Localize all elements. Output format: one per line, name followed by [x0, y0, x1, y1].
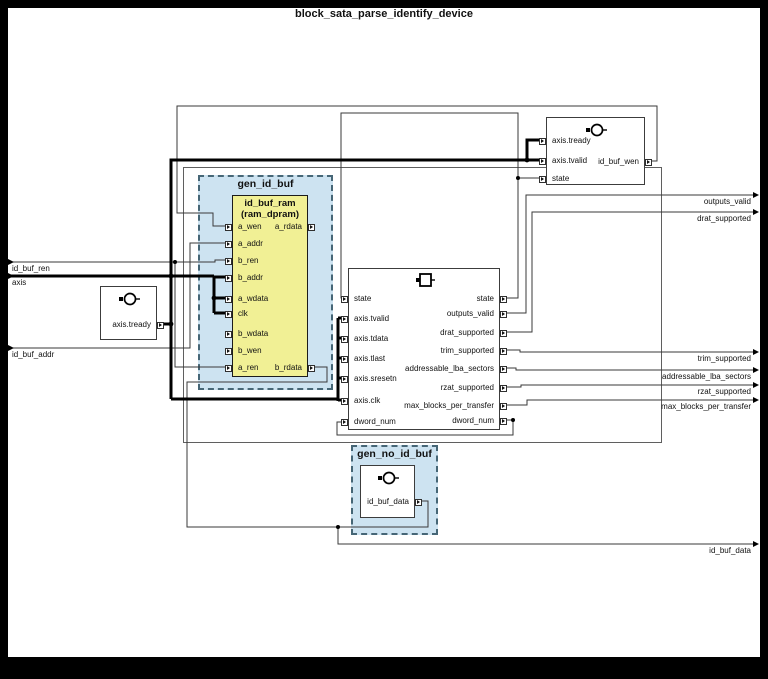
port-id-buf-data-out[interactable]: id_buf_data [361, 497, 422, 507]
port-dword-num-in[interactable]: dword_num [341, 417, 499, 427]
edge-label-trim-supported: trim_supported [697, 354, 751, 363]
input-stub-icon [539, 176, 546, 183]
port-outputs-valid[interactable]: outputs_valid [349, 309, 507, 319]
gen-id-buf-title: gen_id_buf [237, 178, 294, 190]
port-state-in[interactable]: state [539, 174, 644, 184]
port-axis-tlast[interactable]: axis.tlast [341, 354, 499, 364]
edge-label-axis: axis [12, 278, 27, 287]
input-stub-icon [539, 138, 546, 145]
port-a-ren[interactable]: a_ren [225, 363, 307, 373]
edge-label-max-blocks-per-transfer: max_blocks_per_transfer [661, 402, 751, 411]
sequential-process-icon [414, 272, 436, 294]
input-stub-icon [225, 348, 232, 355]
input-stub-icon [225, 296, 232, 303]
port-state-in[interactable]: state [341, 294, 499, 304]
input-stub-icon [341, 398, 348, 405]
id-buf-ram-title: id_buf_ram (ram_dpram) [240, 198, 300, 220]
port-b-wen[interactable]: b_wen [225, 346, 307, 356]
port-axis-tready-in[interactable]: axis.tready [539, 136, 644, 146]
hierarchy-frame [183, 167, 662, 443]
edge-label-outputs-valid: outputs_valid [703, 197, 751, 206]
input-stub-icon [539, 158, 546, 165]
port-a-wen[interactable]: a_wen [225, 222, 307, 232]
port-a-wdata[interactable]: a_wdata [225, 294, 307, 304]
port-axis-tready-out[interactable]: axis.tready [101, 320, 164, 330]
edge-label-drat-supported: drat_supported [697, 214, 751, 223]
output-stub-icon [500, 296, 507, 303]
port-a-rdata[interactable]: a_rdata [233, 222, 315, 232]
port-axis-tvalid[interactable]: axis.tvalid [341, 314, 499, 324]
input-stub-icon [225, 311, 232, 318]
port-state-out[interactable]: state [349, 294, 507, 304]
combinational-process-icon [377, 470, 400, 491]
gen-no-id-buf-title: gen_no_id_buf [357, 448, 432, 460]
input-stub-icon [225, 241, 232, 248]
edge-label-id-buf-data: id_buf_data [709, 546, 751, 555]
output-stub-icon [415, 499, 422, 506]
input-stub-icon [341, 316, 348, 323]
block-id-buf-ram[interactable]: id_buf_ram (ram_dpram) a_wen a_addr b_re… [225, 195, 315, 377]
port-b-addr[interactable]: b_addr [225, 273, 307, 283]
port-axis-clk[interactable]: axis.clk [341, 396, 499, 406]
input-stub-icon [225, 275, 232, 282]
edge-label-id-buf-ren: id_buf_ren [12, 264, 50, 273]
input-stub-icon [341, 296, 348, 303]
output-stub-icon [645, 159, 652, 166]
input-stub-icon [225, 365, 232, 372]
port-axis-tdata[interactable]: axis.tdata [341, 334, 499, 344]
port-addressable-lba-sectors[interactable]: addressable_lba_sectors [349, 364, 507, 374]
output-stub-icon [500, 330, 507, 337]
port-clk[interactable]: clk [225, 309, 307, 319]
input-stub-icon [225, 258, 232, 265]
port-b-wdata[interactable]: b_wdata [225, 329, 307, 339]
port-b-ren[interactable]: b_ren [225, 256, 307, 266]
input-stub-icon [341, 376, 348, 383]
output-stub-icon [500, 403, 507, 410]
output-stub-icon [500, 385, 507, 392]
block-tready-process[interactable]: axis.tready [100, 286, 164, 340]
diagram-title: block_sata_parse_identify_device [295, 8, 473, 20]
block-parse-process[interactable]: state axis.tvalid axis.tdata axis.tlast … [341, 268, 507, 430]
port-axis-tvalid-in[interactable]: axis.tvalid [539, 156, 644, 166]
input-stub-icon [341, 336, 348, 343]
block-wen-process[interactable]: axis.tready axis.tvalid state id_buf_wen [539, 117, 652, 185]
output-stub-icon [500, 348, 507, 355]
output-stub-icon [500, 366, 507, 373]
edge-label-addressable-lba-sectors: addressable_lba_sectors [662, 372, 751, 381]
output-stub-icon [157, 322, 164, 329]
output-stub-icon [500, 418, 507, 425]
port-axis-sresetn[interactable]: axis.sresetn [341, 374, 499, 384]
block-no-id-buf-process[interactable]: id_buf_data [360, 465, 422, 518]
input-stub-icon [341, 356, 348, 363]
edge-label-rzat-supported: rzat_supported [697, 387, 751, 396]
edge-label-id-buf-addr: id_buf_addr [12, 350, 55, 359]
port-b-rdata[interactable]: b_rdata [233, 363, 315, 373]
port-id-buf-wen[interactable]: id_buf_wen [547, 157, 652, 167]
combinational-process-icon [585, 122, 608, 143]
input-stub-icon [341, 419, 348, 426]
port-rzat-supported[interactable]: rzat_supported [349, 383, 507, 393]
output-stub-icon [308, 224, 315, 231]
port-a-addr[interactable]: a_addr [225, 239, 307, 249]
output-stub-icon [500, 311, 507, 318]
port-drat-supported[interactable]: drat_supported [349, 328, 507, 338]
output-stub-icon [308, 365, 315, 372]
port-max-blocks-per-transfer[interactable]: max_blocks_per_transfer [349, 401, 507, 411]
input-stub-icon [225, 224, 232, 231]
port-dword-num-out[interactable]: dword_num [349, 416, 507, 426]
port-trim-supported[interactable]: trim_supported [349, 346, 507, 356]
input-stub-icon [225, 331, 232, 338]
combinational-process-icon [118, 291, 141, 312]
